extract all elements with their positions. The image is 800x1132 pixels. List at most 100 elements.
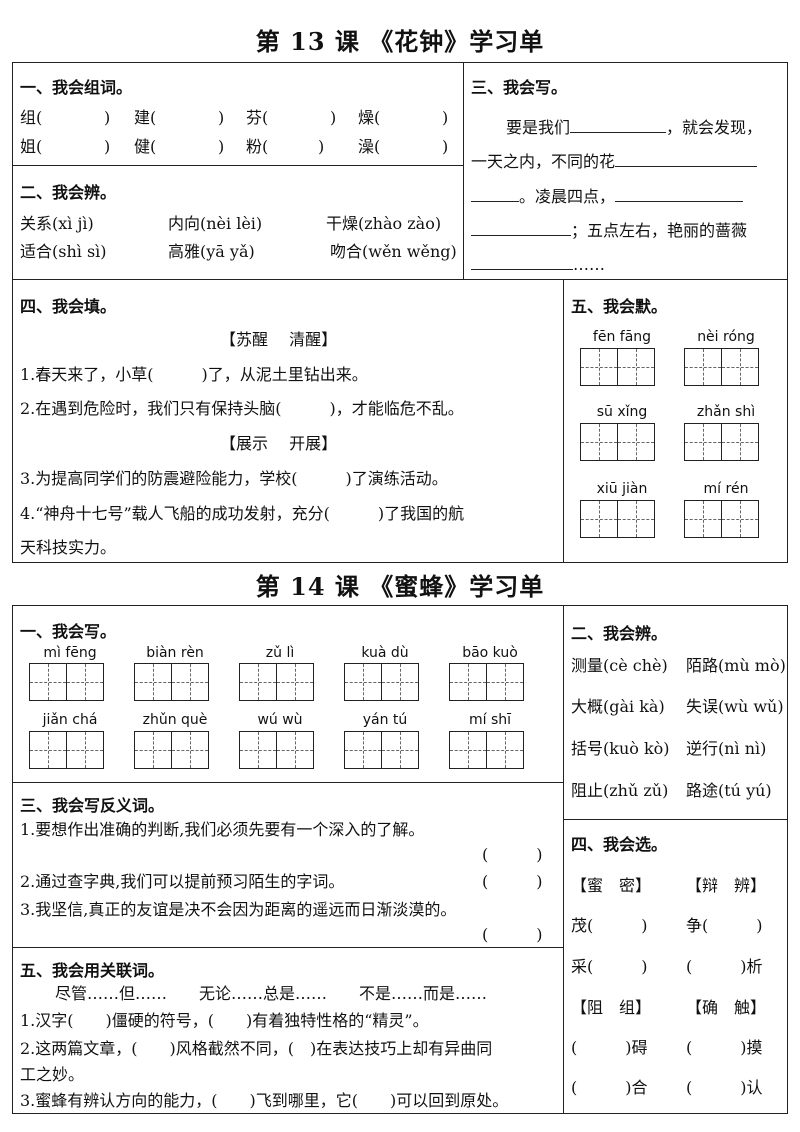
question: 1.要想作出准确的判断,我们必须先要有一个深入的了解。 [20, 820, 425, 839]
section-title: 二、我会辨。 [571, 624, 668, 643]
word-item: 健( [134, 137, 157, 156]
pinyin-label: mí shī [468, 712, 512, 728]
word-paren[interactable]: ) [330, 108, 337, 127]
blank-line[interactable] [471, 185, 519, 202]
pinyin-choice[interactable]: 路途(tú yú) [686, 781, 772, 800]
pinyin-choice[interactable]: 适合(shì sì) [20, 242, 107, 261]
answer-paren[interactable]: ( ) [482, 845, 543, 864]
question[interactable]: 3.为提高同学们的防震避险能力，学校( )了演练活动。 [20, 469, 448, 488]
choice-blank[interactable]: 采( ) [571, 957, 648, 976]
word-paren[interactable]: ) [218, 137, 225, 156]
pinyin-label: sū xǐng [596, 404, 648, 420]
word-bank: 尽管……但…… 无论……总是…… 不是……而是…… [55, 984, 488, 1003]
fill-line: ；五点左右，艳丽的蔷薇 [471, 219, 747, 241]
pinyin-label: yán tú [362, 712, 408, 728]
word-item: 澡( [358, 137, 381, 156]
pinyin-label: zhǔn què [142, 712, 208, 728]
choice-blank[interactable]: ( )碍 [571, 1038, 648, 1057]
pinyin-choice[interactable]: 逆行(nì nì) [686, 739, 767, 758]
options: 【蜜 密】 [571, 876, 652, 895]
blank-line[interactable] [615, 150, 758, 167]
pinyin-choice[interactable]: 测量(cè chè) [571, 656, 668, 675]
answer-paren[interactable]: ( ) [482, 872, 543, 891]
fill-line: …… [471, 253, 605, 275]
word-paren[interactable]: ) [104, 108, 111, 127]
writing-grid[interactable] [344, 663, 419, 701]
pinyin-choice[interactable]: 内向(nèi lèi) [168, 214, 263, 233]
pinyin-label: mí rén [703, 481, 749, 497]
pinyin-choice[interactable]: 陌路(mù mò) [686, 656, 786, 675]
word-item: 姐( [20, 137, 43, 156]
writing-grid[interactable] [239, 663, 314, 701]
divider [563, 605, 564, 1114]
lesson14-frame [12, 605, 788, 1114]
question-continued: 天科技实力。 [20, 538, 117, 557]
pinyin-label: zǔ lì [265, 645, 295, 661]
divider [563, 279, 564, 563]
question[interactable]: 3.蜜蜂有辨认方向的能力，( )飞到哪里，它( )可以回到原处。 [20, 1091, 509, 1110]
pinyin-choice[interactable]: 关系(xì jì) [20, 214, 94, 233]
pinyin-label: biàn rèn [146, 645, 204, 661]
blank-line[interactable] [615, 185, 744, 202]
word-paren[interactable]: ) [442, 137, 449, 156]
word-paren[interactable]: ) [218, 108, 225, 127]
question-continued: 工之妙。 [20, 1065, 85, 1084]
question[interactable]: 2.这两篇文章，( )风格截然不同，( )在表达技巧上却有异曲同 [20, 1039, 493, 1058]
writing-grid[interactable] [449, 731, 524, 769]
pinyin-choice[interactable]: 吻合(wěn wěng) [330, 242, 457, 261]
pinyin-label: wú wù [257, 712, 303, 728]
choice-blank[interactable]: 争( ) [686, 916, 763, 935]
question[interactable]: 2.在遇到危险时，我们只有保持头脑( )，才能临危不乱。 [20, 399, 464, 418]
pinyin-choice[interactable]: 失误(wù wǔ) [686, 697, 784, 716]
writing-grid[interactable] [684, 500, 759, 538]
question: 3.我坚信,真正的友谊是决不会因为距离的遥远而日渐淡漠的。 [20, 900, 457, 919]
blank-line[interactable] [471, 219, 571, 236]
word-paren[interactable]: ) [442, 108, 449, 127]
pinyin-choice[interactable]: 阻止(zhǔ zǔ) [571, 781, 669, 800]
writing-grid[interactable] [344, 731, 419, 769]
pinyin-choice[interactable]: 大概(gài kà) [571, 697, 665, 716]
writing-grid[interactable] [134, 663, 209, 701]
pinyin-label: zhǎn shì [696, 404, 756, 420]
choice-blank[interactable]: ( )合 [571, 1078, 648, 1097]
writing-grid[interactable] [684, 423, 759, 461]
writing-grid[interactable] [580, 500, 655, 538]
choice-blank[interactable]: 茂( ) [571, 916, 648, 935]
options: 【阻 组】 [571, 998, 652, 1017]
lesson14-title: 第 14 课 《蜜蜂》学习单 [255, 572, 545, 601]
choice-blank[interactable]: ( )认 [686, 1078, 763, 1097]
writing-grid[interactable] [580, 348, 655, 386]
writing-grid[interactable] [239, 731, 314, 769]
section-title: 四、我会选。 [571, 835, 668, 854]
section-title: 四、我会填。 [20, 297, 117, 316]
section-title: 五、我会用关联词。 [20, 961, 165, 980]
question[interactable]: 4.“神舟十七号”载人飞船的成功发射，充分( )了我国的航 [20, 504, 465, 523]
pinyin-choice[interactable]: 括号(kuò kò) [571, 739, 670, 758]
blank-line[interactable] [570, 116, 667, 133]
word-item: 组( [20, 108, 43, 127]
word-paren[interactable]: ) [318, 137, 325, 156]
section-title: 一、我会写。 [20, 622, 117, 641]
pinyin-choice[interactable]: 高雅(yā yǎ) [168, 242, 255, 261]
word-item: 建( [134, 108, 157, 127]
divider [12, 782, 564, 783]
pinyin-label: fēn fāng [592, 329, 652, 345]
text: ；五点左右，艳丽的蔷薇 [571, 221, 748, 240]
question[interactable]: 1.汉字( )僵硬的符号，( )有着独特性格的“精灵”。 [20, 1011, 429, 1030]
text: 要是我们 [506, 118, 571, 137]
writing-grid[interactable] [29, 731, 104, 769]
writing-grid[interactable] [684, 348, 759, 386]
question[interactable]: 1.春天来了，小草( )了，从泥土里钻出来。 [20, 365, 368, 384]
choice-blank[interactable]: ( )摸 [686, 1038, 763, 1057]
writing-grid[interactable] [134, 731, 209, 769]
choice-blank[interactable]: ( )析 [686, 957, 763, 976]
options: 【苏醒 清醒】 [220, 330, 338, 349]
blank-line[interactable] [471, 253, 573, 270]
answer-paren[interactable]: ( ) [482, 925, 543, 944]
word-paren[interactable]: ) [104, 137, 111, 156]
section-title: 一、我会组词。 [20, 78, 133, 97]
writing-grid[interactable] [29, 663, 104, 701]
pinyin-choice[interactable]: 干燥(zhào zào) [326, 214, 442, 233]
writing-grid[interactable] [580, 423, 655, 461]
writing-grid[interactable] [449, 663, 524, 701]
